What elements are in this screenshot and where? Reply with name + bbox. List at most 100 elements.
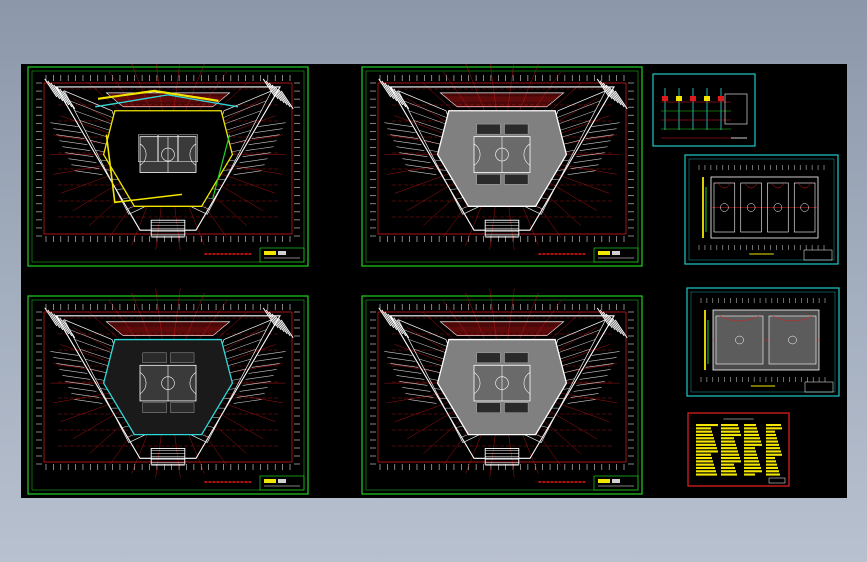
center-circle [161,376,175,390]
legend-text-row [766,424,781,427]
legend-text-row [721,424,738,427]
device-box [676,96,682,101]
court-outline [793,182,816,233]
device-box [690,96,696,101]
legend-text-row [696,457,712,460]
sheet-inner-border [365,299,639,491]
seating-wedge [439,321,565,336]
court-outline [178,134,198,162]
center-circle [495,147,509,162]
court-block [476,402,501,413]
title-block [803,249,833,261]
plan-bottom-right [361,288,643,495]
court-outline [768,315,817,365]
plan-bottom-left [27,288,309,495]
court-block [170,352,195,364]
title-block [259,475,305,491]
stair-block [596,307,628,339]
legend-text-row [766,466,778,469]
wiring-run-green [212,134,231,199]
legend-text-row [721,473,737,476]
legend-text-row [766,443,779,446]
legend-text-row [721,466,735,469]
legend-text-row [744,430,758,433]
legend-text-row [696,437,714,440]
legend-text-row [766,437,777,440]
legend-text-row [766,427,782,430]
legend-sheet [687,412,790,487]
legend-text-row [744,450,756,453]
legend-text-row [766,463,777,466]
wiring-run-yellow [97,89,219,102]
legend-text-row [744,466,761,469]
legend-text-row [721,430,740,433]
legend-text-row [721,453,739,456]
court-block [476,352,501,364]
legend-text-row [696,473,717,476]
court-block [504,174,529,185]
title-block [768,477,786,484]
stair-block [44,78,76,110]
title-block [804,381,834,393]
wiring-run-yellow-2 [105,134,183,204]
legend-text-row [766,460,776,463]
center-circle [161,147,175,162]
device-box [718,96,724,101]
legend-text-row [744,460,759,463]
wiring-run-cyan [95,94,239,108]
court-block [504,123,529,135]
sheet-border [652,73,756,147]
court-outline [138,134,158,162]
stair-block [262,78,294,110]
device-box [704,96,710,101]
legend-text-row [766,433,776,436]
stair-block [378,78,410,110]
legend-text-row [744,440,761,443]
legend-text-row [721,450,738,453]
legend-text-row [744,457,758,460]
legend-text-row [696,463,714,466]
legend-text-row [744,447,755,450]
drawing-canvas[interactable] [21,59,847,498]
legend-text-row [696,447,717,450]
plan-top-right [361,59,643,267]
title-block [593,475,639,491]
court-outline [713,182,736,233]
seating-wedge [439,92,565,108]
center-circle [495,376,509,390]
title-block [593,247,639,263]
legend-text-row [721,447,737,450]
courts-plan-a [684,154,839,265]
courts-plan-b [686,287,840,397]
drawing-sheets [27,59,840,495]
legend-text-row [696,460,713,463]
court-block [170,402,195,413]
legend-text-row [696,466,715,469]
stair-block [596,78,628,110]
court-block [142,402,167,413]
legend-text-row [766,453,782,456]
sheet-inner-border [365,70,639,263]
stair-block [262,307,294,339]
legend-text-row [721,433,741,436]
court-outline [715,315,764,365]
legend-text-row [766,470,779,473]
court-block [476,123,501,135]
plan-top-left [27,59,309,267]
legend-text-row [696,470,716,473]
legend-text-row [744,433,759,436]
court-outline [158,134,178,162]
court-outline [740,182,762,233]
title-block [259,247,305,263]
legend-text-row [696,430,712,433]
seating-wedge [105,92,231,108]
legend-text-row [696,440,715,443]
legend-text-row [721,427,739,430]
court-outline [767,182,789,233]
seating-wedge [105,321,231,336]
legend-text-row [744,453,757,456]
legend-text-row [721,460,741,463]
sheet-inner-border [31,299,305,491]
stair-block [378,307,410,339]
legend-text-row [744,473,755,476]
